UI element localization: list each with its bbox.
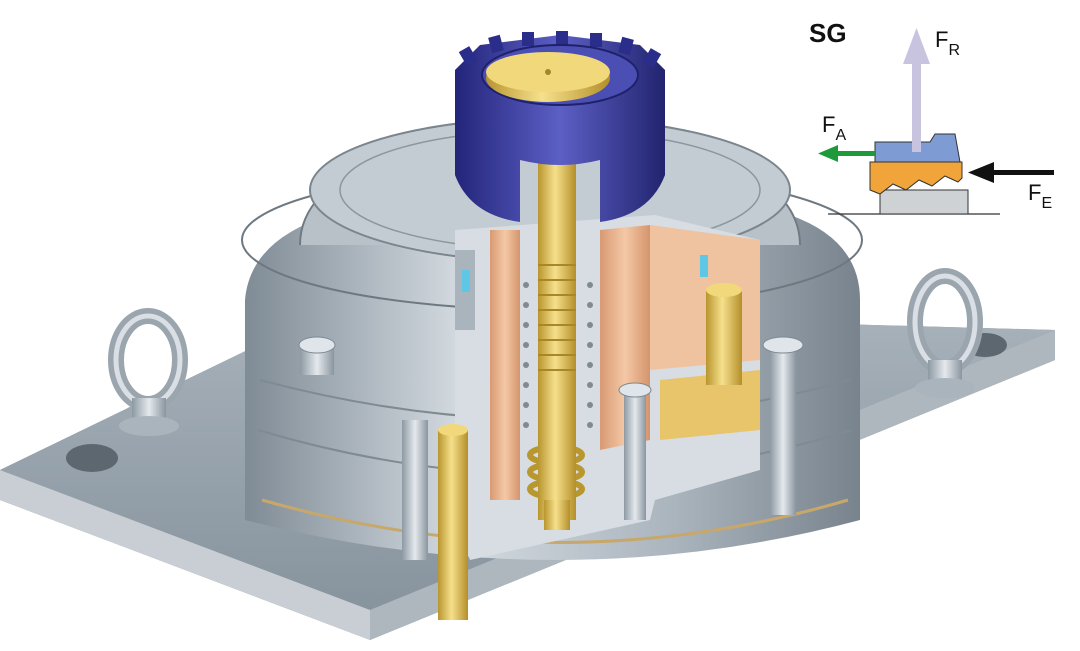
spindle — [538, 100, 576, 530]
mounting-hole-left — [66, 444, 118, 472]
inset-grey-block — [879, 189, 969, 215]
eye-bolt-icon — [108, 308, 188, 436]
bolt-icon — [298, 283, 804, 620]
label-fe: FE — [1028, 180, 1052, 212]
force-arrow-input — [968, 162, 1054, 183]
inset-title: SG — [809, 18, 847, 48]
force-inset: SG FR FA FE — [809, 18, 1054, 215]
label-fr: FR — [935, 27, 960, 59]
eye-bolt-icon — [907, 268, 983, 398]
gear-icon — [455, 31, 665, 222]
inset-orange-wedge — [869, 161, 963, 195]
force-arrow-axial — [818, 145, 875, 162]
force-arrow-radial — [903, 28, 930, 152]
label-fa: FA — [822, 112, 846, 144]
